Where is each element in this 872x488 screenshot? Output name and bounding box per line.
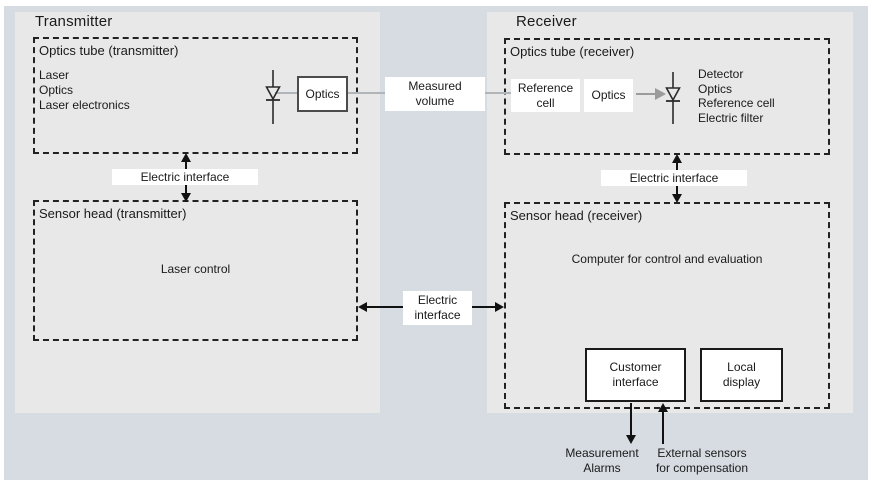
transmitter-sensor-head-box: Sensor head (transmitter) Laser control	[33, 200, 358, 341]
detector-diode-icon	[665, 72, 681, 124]
external-sensors-label: External sensors for compensation	[655, 446, 749, 475]
transmitter-optics-box-label: Optics	[305, 86, 340, 101]
computer-control-text: Computer for control and evaluation	[571, 252, 763, 266]
receiver-optics-box: Optics	[584, 79, 633, 112]
transmitter-component-list: Laser Optics Laser electronics	[39, 68, 130, 113]
measurement-output-arrow-icon	[626, 403, 636, 444]
sensor-link-text: Electric interface	[414, 293, 461, 322]
transmitter-optics-box: Optics	[297, 76, 348, 112]
laser-diode-icon	[265, 70, 281, 124]
local-display-label: Local display	[722, 360, 761, 389]
component-item: Electric filter	[698, 110, 764, 125]
external-sensors-input-arrow-icon	[658, 403, 668, 444]
transmitter-optics-tube-box: Optics tube (transmitter) Laser Optics L…	[33, 37, 358, 154]
customer-interface-box: Customer interface	[585, 348, 686, 402]
receiver-electric-interface-label: Electric interface	[601, 170, 747, 186]
laser-control-text: Laser control	[160, 262, 231, 276]
beam-arrow-icon	[636, 88, 666, 100]
local-display-box: Local display	[700, 348, 783, 402]
reference-cell-box: Reference cell	[511, 79, 580, 112]
receiver-component-list: Detector Optics Reference cell Electric …	[698, 67, 775, 125]
customer-interface-label: Customer interface	[609, 360, 662, 389]
receiver-optics-tube-heading: Optics tube (receiver)	[510, 44, 635, 59]
transmitter-optics-tube-heading: Optics tube (transmitter)	[39, 43, 179, 58]
component-item: Optics	[698, 81, 733, 96]
transmitter-sensor-head-heading: Sensor head (transmitter)	[39, 206, 187, 221]
component-item: Optics	[39, 83, 74, 97]
receiver-electric-interface-text: Electric interface	[629, 170, 719, 185]
reference-cell-label: Reference cell	[517, 80, 574, 110]
receiver-title: Receiver	[516, 13, 577, 30]
receiver-sensor-head-heading: Sensor head (receiver)	[510, 208, 643, 223]
measured-volume-label: Measured volume	[385, 77, 485, 111]
component-item: Laser electronics	[39, 98, 130, 112]
component-item: Detector	[698, 67, 744, 81]
transmitter-electric-interface-text: Electric interface	[140, 169, 230, 184]
measured-volume-text: Measured volume	[408, 79, 462, 108]
component-item: Reference cell	[698, 96, 775, 110]
component-item: Laser	[39, 68, 70, 82]
transmitter-electric-interface-label: Electric interface	[112, 169, 258, 185]
receiver-optics-box-label: Optics	[591, 88, 626, 102]
receiver-panel	[487, 12, 853, 413]
transmitter-title: Transmitter	[35, 13, 113, 30]
measurement-alarms-label: Measurement Alarms	[565, 446, 639, 475]
receiver-optics-tube-box: Optics tube (receiver)	[504, 38, 830, 155]
sensor-link-label: Electric interface	[403, 291, 472, 325]
